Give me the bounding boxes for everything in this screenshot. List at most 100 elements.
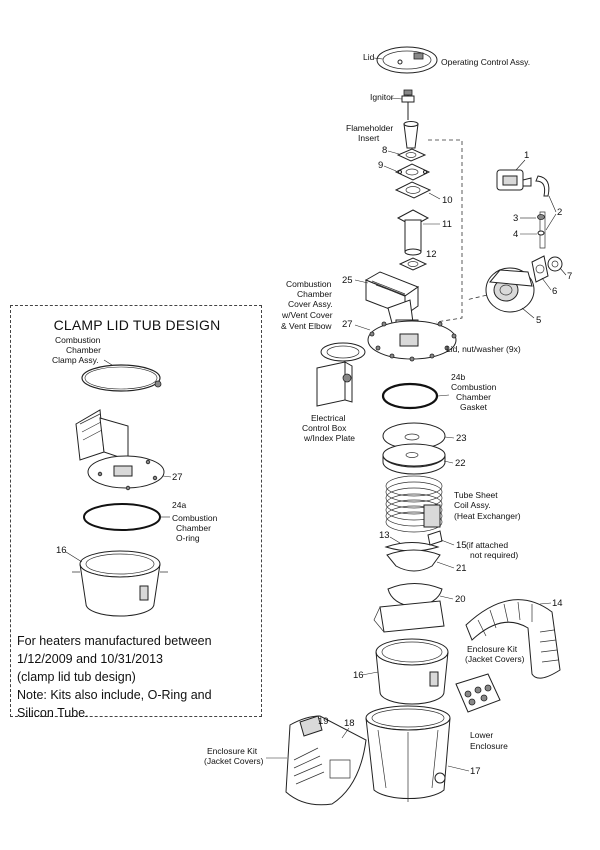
part-number-19: 19: [318, 716, 329, 727]
part-number-24b: 24b: [451, 372, 465, 382]
ignitor-part: [401, 89, 415, 120]
coil-label-3: (Heat Exchanger): [454, 511, 521, 521]
jacket-left-label-1: Enclosure Kit: [207, 746, 258, 756]
part-number-1: 1: [524, 150, 529, 161]
heat-exchanger-coil-part: [385, 475, 443, 533]
part-number-2: 2: [557, 207, 562, 218]
cover-assy-label-3: Cover Assy.: [288, 299, 333, 309]
flameholder-label-1: Flameholder: [346, 123, 393, 133]
inset-note: For heaters manufactured between 1/12/20…: [17, 632, 263, 722]
coil-label-2: Coil Assy.: [454, 500, 491, 510]
plate-20-part: [387, 583, 443, 608]
baffle-13-part: [384, 542, 440, 552]
burner-plate-10-part: [394, 181, 432, 199]
part-number-23: 23: [456, 433, 467, 444]
part-number-13: 13: [379, 530, 390, 541]
cover-assy-label-5: & Vent Elbow: [281, 321, 332, 331]
part-number-16: 16: [353, 670, 364, 681]
part-number-22: 22: [455, 458, 466, 469]
part-number-25: 25: [342, 275, 353, 286]
baffle-23-part: [382, 422, 446, 450]
part-number-21: 21: [456, 563, 467, 574]
orifice-7-part: [547, 256, 563, 272]
electrical-label-3: w/Index Plate: [303, 433, 355, 443]
clamp-lid-inset-box: CLAMP LID TUB DESIGN For heaters manufac…: [10, 305, 262, 720]
inset-title: CLAMP LID TUB DESIGN: [53, 317, 221, 333]
jacket-14-part: [465, 599, 561, 679]
jacket-right-label-1: Enclosure Kit: [467, 644, 518, 654]
part-number-10: 10: [442, 195, 453, 206]
inset-oring-label-3: O-ring: [176, 533, 200, 543]
part-number-5: 5: [536, 315, 541, 326]
inset-note-line-1: For heaters manufactured between: [17, 634, 212, 648]
gasket-label-1: Combustion: [451, 382, 497, 392]
gasket-8-part: [396, 148, 427, 162]
part-number-15: 15: [456, 540, 467, 551]
inset-oring-label-2: Chamber: [176, 523, 211, 533]
inset-note-line-3: (clamp lid tub design): [17, 670, 136, 684]
inset-oring-label-1: Combustion: [172, 513, 218, 523]
inset-part-number-27: 27: [172, 472, 183, 483]
inset-clamp-label-1: Combustion: [55, 335, 101, 345]
lid-nut-label: Lid, nut/washer (9x): [446, 344, 521, 354]
part-number-7: 7: [567, 271, 572, 282]
inset-part-number-16: 16: [56, 545, 67, 556]
operating-control-label: Operating Control Assy.: [441, 57, 530, 67]
lower-enclosure-17-part: [365, 705, 451, 802]
inset-note-line-5: Silicon Tube.: [17, 706, 89, 720]
bracket-15-part: [427, 530, 443, 546]
gas-line-2-part: [535, 175, 550, 249]
gasket-label-3: Gasket: [460, 402, 488, 412]
manifold-part: [455, 673, 501, 713]
fitting-4-part: [537, 230, 545, 236]
guide-dashed-line-upper: [428, 139, 463, 323]
lid-part: [376, 46, 438, 74]
part-number-20: 20: [455, 594, 466, 605]
tub-16-part: [375, 638, 449, 705]
blower-5-part: [485, 267, 535, 313]
electrical-label-1: Electrical: [311, 413, 346, 423]
jacket-right-label-2: (Jacket Covers): [465, 654, 525, 664]
inset-cover-plate-part: [75, 409, 165, 491]
inset-tub-16-part: [72, 550, 168, 617]
inset-part-number-24a: 24a: [172, 500, 186, 510]
plate-9-part: [394, 163, 431, 181]
ignitor-label: Ignitor: [370, 92, 394, 102]
part-number-3: 3: [513, 213, 518, 224]
inset-clamp-label-2: Chamber: [66, 345, 101, 355]
inset-note-line-4: Note: Kits also include, O-Ring and: [17, 688, 212, 702]
gasket-12-part: [398, 257, 428, 271]
part-number-9: 9: [378, 160, 383, 171]
cover-plate-27-part: [367, 320, 457, 362]
cover-assy-label-1: Combustion: [286, 279, 332, 289]
plate-21-part: [386, 549, 441, 572]
inset-clamp-assy-part: [81, 364, 162, 392]
gas-valve-1-part: [496, 169, 532, 191]
part-number-12: 12: [426, 249, 437, 260]
coil-label-1: Tube Sheet: [454, 490, 498, 500]
jacket-left-label-2: (Jacket Covers): [204, 756, 264, 766]
part-number-11: 11: [442, 219, 452, 230]
fitting-3-part: [537, 214, 545, 220]
part-number-4: 4: [513, 229, 518, 240]
lower-enclosure-label-1: Lower: [470, 730, 493, 740]
part-number-14: 14: [552, 598, 563, 609]
if-attached-label-2: not required): [470, 550, 518, 560]
lower-enclosure-label-2: Enclosure: [470, 741, 508, 751]
inset-note-line-2: 1/12/2009 and 10/31/2013: [17, 652, 163, 666]
inset-clamp-label-3: Clamp Assy.: [52, 355, 99, 365]
gasket-24b-part: [381, 382, 439, 410]
cover-assy-label-2: Chamber: [297, 289, 332, 299]
part-number-18: 18: [344, 718, 355, 729]
part-number-8: 8: [382, 145, 387, 156]
jacket-18-19-part: [285, 715, 367, 806]
plate-22-part: [382, 443, 446, 475]
electrical-control-box-part: [316, 342, 366, 407]
lid-label: Lid: [363, 52, 375, 62]
base-tray-part: [373, 600, 445, 633]
gasket-label-2: Chamber: [456, 392, 491, 402]
guide-dashed-line-lower: [465, 291, 501, 301]
part-number-6: 6: [552, 286, 557, 297]
burner-tube-11-part: [396, 209, 430, 256]
